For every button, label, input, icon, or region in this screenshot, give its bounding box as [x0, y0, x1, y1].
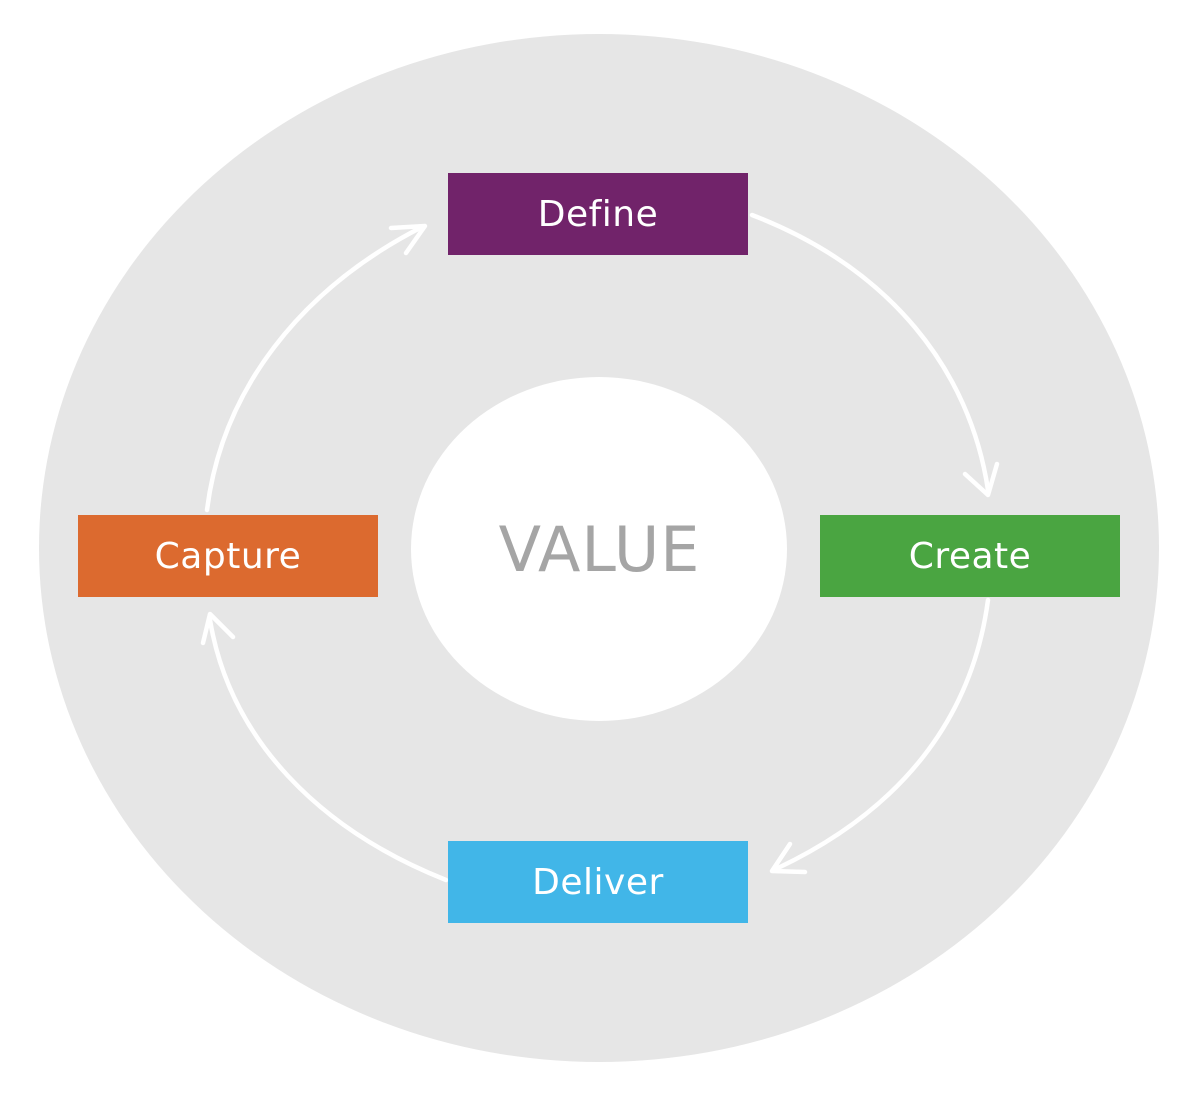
stage-deliver-box: Deliver: [448, 841, 748, 923]
stage-capture-box: Capture: [78, 515, 378, 597]
stage-define-label: Define: [537, 193, 659, 235]
stage-deliver-label: Deliver: [532, 861, 664, 903]
stage-define-box: Define: [448, 173, 748, 255]
stage-capture-label: Capture: [154, 535, 302, 577]
arrow-capture-to-define: [204, 223, 428, 513]
inner-circle: [411, 377, 787, 721]
arrow-deliver-to-capture: [200, 611, 449, 883]
arrow-create-to-deliver: [769, 597, 991, 875]
stage-create-box: Create: [820, 515, 1120, 597]
center-value-label: VALUE: [498, 512, 701, 586]
stage-create-label: Create: [908, 535, 1032, 577]
arrow-define-to-create: [749, 212, 1000, 498]
